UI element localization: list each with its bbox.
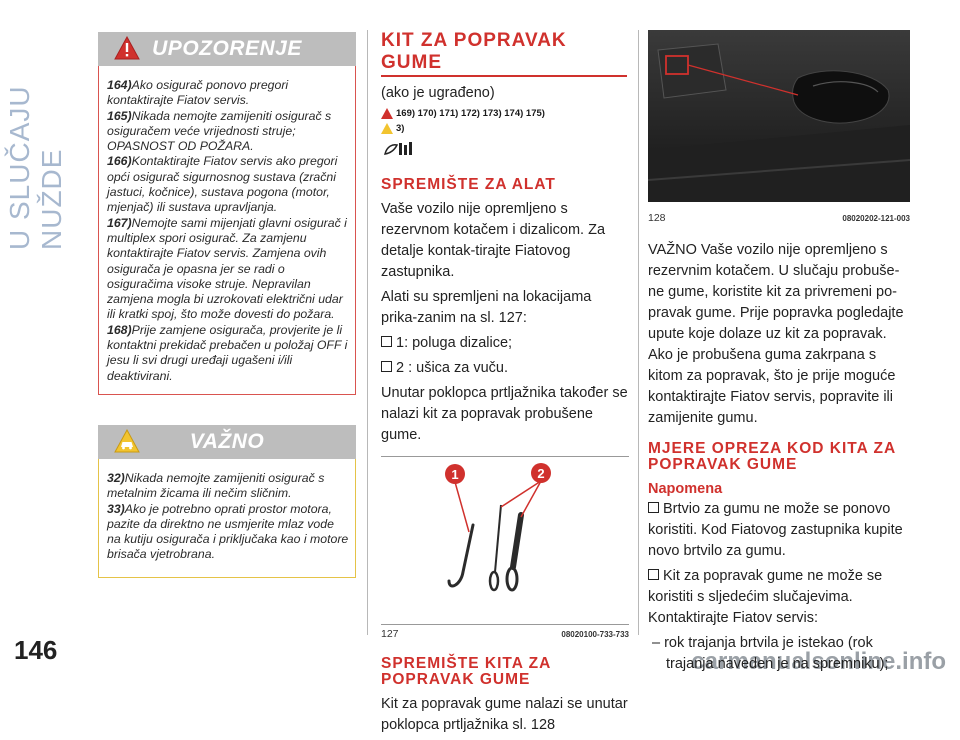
tools-illustration: 1 2: [381, 457, 629, 617]
eco-leaf-icon: [383, 142, 412, 155]
warning-banner: UPOZORENJE: [98, 32, 356, 66]
figure-caption: 128 08020202-121-003: [648, 209, 910, 224]
column-divider: [638, 30, 639, 635]
note-references: 3): [381, 123, 629, 134]
paragraph: VAŽNO Vaše vozilo nije opremljeno s reze…: [648, 242, 904, 426]
section-subtitle: (ako je ugrađeno): [381, 85, 495, 101]
figure-number: 127: [381, 628, 399, 640]
figure-number: 128: [648, 212, 666, 224]
paragraph: Vaše vozilo nije opremljeno s rezervnom …: [381, 201, 606, 280]
callout-1: 1: [451, 467, 458, 482]
watermark: carmanualsonline.info: [691, 648, 946, 675]
warning-triangle-icon: [114, 36, 140, 60]
list-item: 1: poluga dizalice;: [381, 333, 629, 354]
warning-item: 164)Ako osigurač ponovo pregori kontakti…: [107, 78, 289, 108]
warnings-column: UPOZORENJE 164)Ako osigurač ponovo prego…: [98, 32, 356, 578]
car-caution-icon: [381, 123, 393, 134]
important-item: 32)Nikada nemojte zamijeniti osigurač s …: [107, 470, 325, 501]
paragraph: Alati su spremljeni na lokacijama prika-…: [381, 289, 592, 326]
callout-2: 2: [537, 466, 544, 481]
warning-item: 168)Prije zamjene osigurača, provjerite …: [107, 322, 348, 383]
figure-caption: 127 08020100-733-733: [381, 624, 629, 640]
paragraph: Kit za popravak gume nalazi se unutar po…: [381, 696, 628, 733]
figure-127: 1 2 127 08020100-733-733: [381, 456, 629, 640]
warning-references: 169) 170) 171) 172) 173) 174) 175): [381, 108, 629, 119]
tire-kit-column: KIT ZA POPRAVAK GUME (ako je ugrađeno) 1…: [381, 30, 629, 740]
important-item: 33)Ako je potrebno oprati prostor motora…: [107, 501, 349, 562]
tools-storage-heading: SPREMIŠTE ZA ALAT: [381, 176, 556, 193]
checkbox-bullet-icon: [648, 569, 659, 580]
important-box: 32)Nikada nemojte zamijeniti osigurač s …: [98, 458, 356, 578]
figure-code: 08020202-121-003: [842, 213, 910, 223]
important-banner: VAŽNO: [98, 424, 356, 459]
kit-storage-heading: SPREMIŠTE KITA ZA POPRAVAK GUME: [381, 655, 551, 688]
section-title: KIT ZA POPRAVAK GUME: [381, 30, 627, 77]
checkbox-bullet-icon: [381, 361, 392, 372]
list-item: Brtvio za gumu ne može se ponovo koristi…: [648, 501, 903, 559]
section-side-title: U SLUČAJU NUŽDE: [4, 85, 67, 250]
paragraph: Unutar poklopca prtljažnika također se n…: [381, 385, 628, 443]
dash-list-item: – rok trajanja brtvila je istekao (rok t…: [652, 635, 889, 672]
list-item: 2 : ušica za vuču.: [381, 358, 629, 379]
figure-code: 08020100-733-733: [561, 629, 629, 639]
warning-item: 166)Kontaktirajte Fiatov servis ako preg…: [107, 154, 338, 215]
page-number: 146: [14, 635, 58, 665]
repair-kit-column: 128 08020202-121-003 VAŽNO Vaše vozilo n…: [647, 30, 911, 679]
checkbox-bullet-icon: [381, 336, 392, 347]
checkbox-bullet-icon: [648, 502, 659, 513]
precautions-heading: MJERE OPREZA KOD KITA ZA POPRAVAK GUME: [648, 440, 896, 473]
note-heading: Napomena: [648, 481, 723, 497]
list-item: Kit za popravak gume ne može se koristit…: [648, 568, 883, 626]
column-divider: [367, 30, 368, 635]
trunk-photo: [647, 30, 911, 202]
warning-banner-label: UPOZORENJE: [152, 37, 302, 60]
important-banner-label: VAŽNO: [189, 429, 265, 453]
warning-item: 167)Nemojte sami mijenjati glavni osigur…: [107, 215, 347, 322]
warning-triangle-icon: [381, 108, 393, 119]
warning-box: 164)Ako osigurač ponovo pregori kontakti…: [98, 66, 356, 395]
figure-128: 128 08020202-121-003: [647, 30, 911, 224]
warning-item: 165)Nikada nemojte zamijeniti osigurač s…: [107, 108, 332, 154]
car-caution-icon: [114, 428, 140, 453]
